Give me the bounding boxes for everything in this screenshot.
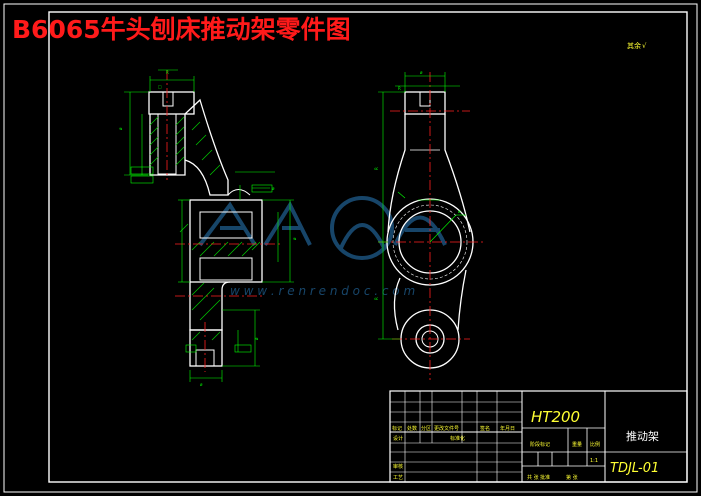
tb-header-zone: 分区 <box>421 425 431 432</box>
svg-text:ø: ø <box>420 70 423 75</box>
tb-material: HT200 <box>531 408 580 426</box>
tb-sheet-no: 第 张 <box>566 474 578 481</box>
tb-process: 工艺 <box>393 475 403 481</box>
tb-header-signature: 签名 <box>480 425 490 432</box>
svg-text:R: R <box>166 70 169 75</box>
tb-scale: 1:1 <box>590 458 598 464</box>
svg-text:R: R <box>374 297 379 300</box>
inner-frame <box>48 11 688 483</box>
svg-text:□: □ <box>158 84 162 89</box>
svg-text:ø: ø <box>200 382 203 387</box>
tb-header-date: 年月日 <box>500 425 515 432</box>
tb-sheets-total: 共 张 <box>527 474 539 481</box>
tb-drawing-no: TDJL-01 <box>610 461 659 476</box>
roughness-symbol: √ <box>642 42 647 50</box>
svg-text:ø: ø <box>458 209 461 214</box>
title-block: HT200 推动架 TDJL-01 1:1 标记 处数 分区 更改文件号 签名 … <box>389 390 688 483</box>
tb-approve: 批准 <box>540 474 550 481</box>
svg-text:ø: ø <box>254 337 259 340</box>
watermark-url: w w w . r e n r e n d o c . c o m <box>230 284 415 298</box>
tb-standardization: 标准化 <box>450 435 465 442</box>
right-front-view: ø R R ø R <box>374 70 484 380</box>
tb-design: 设计 <box>393 435 403 442</box>
svg-text:ø: ø <box>272 186 275 191</box>
left-section-view: R □ ø ø ø ø ø <box>118 69 297 387</box>
tb-scale-label: 比例 <box>590 441 600 448</box>
outer-border <box>3 3 698 493</box>
tb-review: 审核 <box>393 463 403 470</box>
roughness-note: 其余 <box>627 41 641 50</box>
tb-header-change-doc: 更改文件号 <box>434 425 459 432</box>
drawing-title: B6065牛头刨床推动架零件图 <box>12 15 351 44</box>
tb-header-mark: 标记 <box>392 425 402 432</box>
tb-weight: 重量 <box>572 441 582 448</box>
svg-text:ø: ø <box>118 127 123 130</box>
watermark: w w w . r e n r e n d o c . c o m <box>198 196 447 298</box>
tb-part-name: 推动架 <box>626 429 659 443</box>
tb-header-count: 处数 <box>407 425 417 432</box>
svg-text:ø: ø <box>292 237 297 240</box>
svg-text:R: R <box>374 167 379 170</box>
tb-stage: 阶段标记 <box>530 441 550 448</box>
svg-text:R: R <box>398 86 401 91</box>
